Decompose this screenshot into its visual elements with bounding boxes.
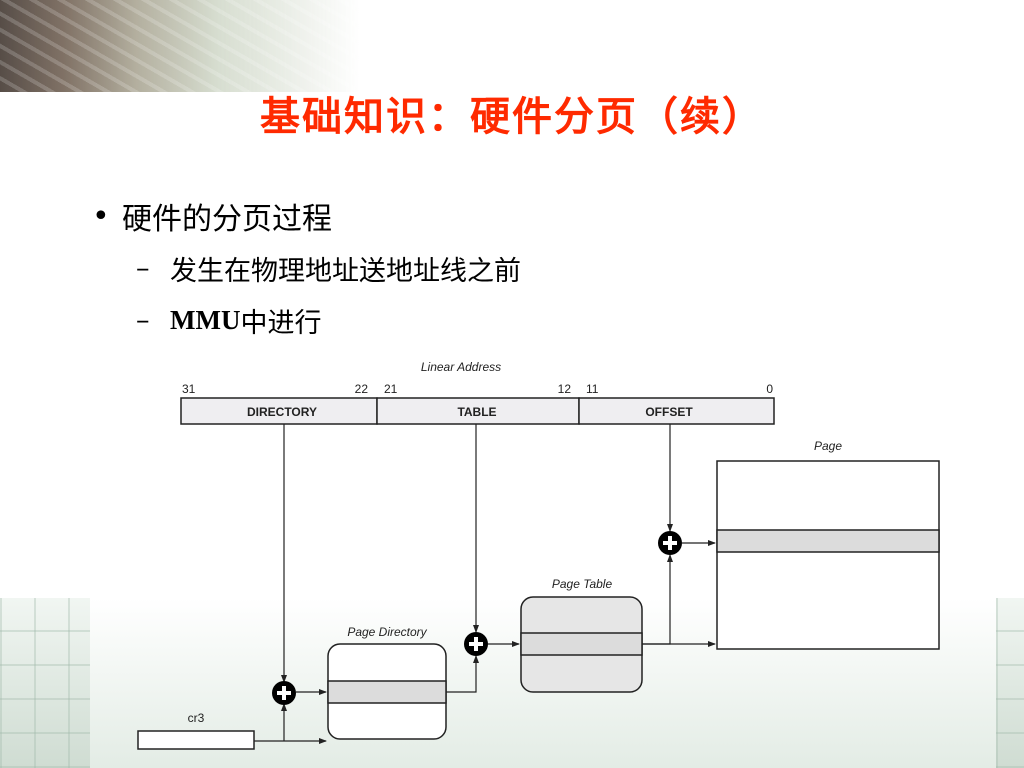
connector-lines (254, 424, 716, 744)
bit-label-21: 21 (384, 382, 398, 396)
table-field-label: TABLE (457, 405, 496, 419)
page-table-label: Page Table (552, 577, 613, 591)
cr3-register (137, 730, 255, 750)
bit-label-31: 31 (182, 382, 196, 396)
dash-marker: – (136, 252, 150, 284)
cr3-label: cr3 (188, 711, 205, 725)
page-box (716, 460, 940, 650)
bullet-list: • 硬件的分页过程 – 发生在物理地址送地址线之前 – MMU 中进行 (92, 190, 521, 346)
bit-label-12: 12 (558, 382, 572, 396)
offset-field-label: OFFSET (645, 405, 693, 419)
sub-bullet-item: – MMU 中进行 (92, 294, 521, 346)
adder-icon (658, 531, 682, 555)
sub-bullet-prefix: MMU (170, 304, 241, 335)
table-to-adder-arrow-2 (642, 554, 673, 645)
bullet-item: • 硬件的分页过程 (92, 190, 521, 242)
corner-photo-decoration (0, 0, 360, 92)
right-tiles-decoration (996, 598, 1024, 768)
bit-label-0: 0 (766, 382, 773, 396)
sub-bullet-text: 中进行 (240, 307, 322, 339)
directory-field (180, 397, 378, 425)
bit-label-22: 22 (355, 382, 369, 396)
page-label: Page (814, 439, 842, 453)
page-directory-entry-stripe (327, 680, 447, 704)
directory-field-label: DIRECTORY (247, 405, 317, 419)
left-tiles-decoration (0, 598, 90, 768)
adder-icon (272, 681, 296, 705)
bullet-dot: • (92, 198, 110, 234)
directory-to-adder-arrow-2 (446, 655, 479, 693)
page-title: 基础知识：硬件分页（续） (260, 94, 764, 140)
linear-address-label: Linear Address (421, 360, 501, 374)
page-entry-stripe (716, 529, 940, 553)
sub-bullet-item: – 发生在物理地址送地址线之前 (92, 242, 521, 294)
bit-label-11: 11 (586, 382, 599, 396)
sub-bullet-text: 发生在物理地址送地址线之前 (170, 255, 521, 287)
bullet-text: 硬件的分页过程 (122, 202, 332, 237)
dash-marker: – (136, 304, 150, 336)
page-directory-label: Page Directory (347, 625, 427, 639)
page-table-entry-stripe (520, 632, 643, 656)
offset-field (578, 397, 775, 425)
adder-icon (464, 632, 488, 656)
